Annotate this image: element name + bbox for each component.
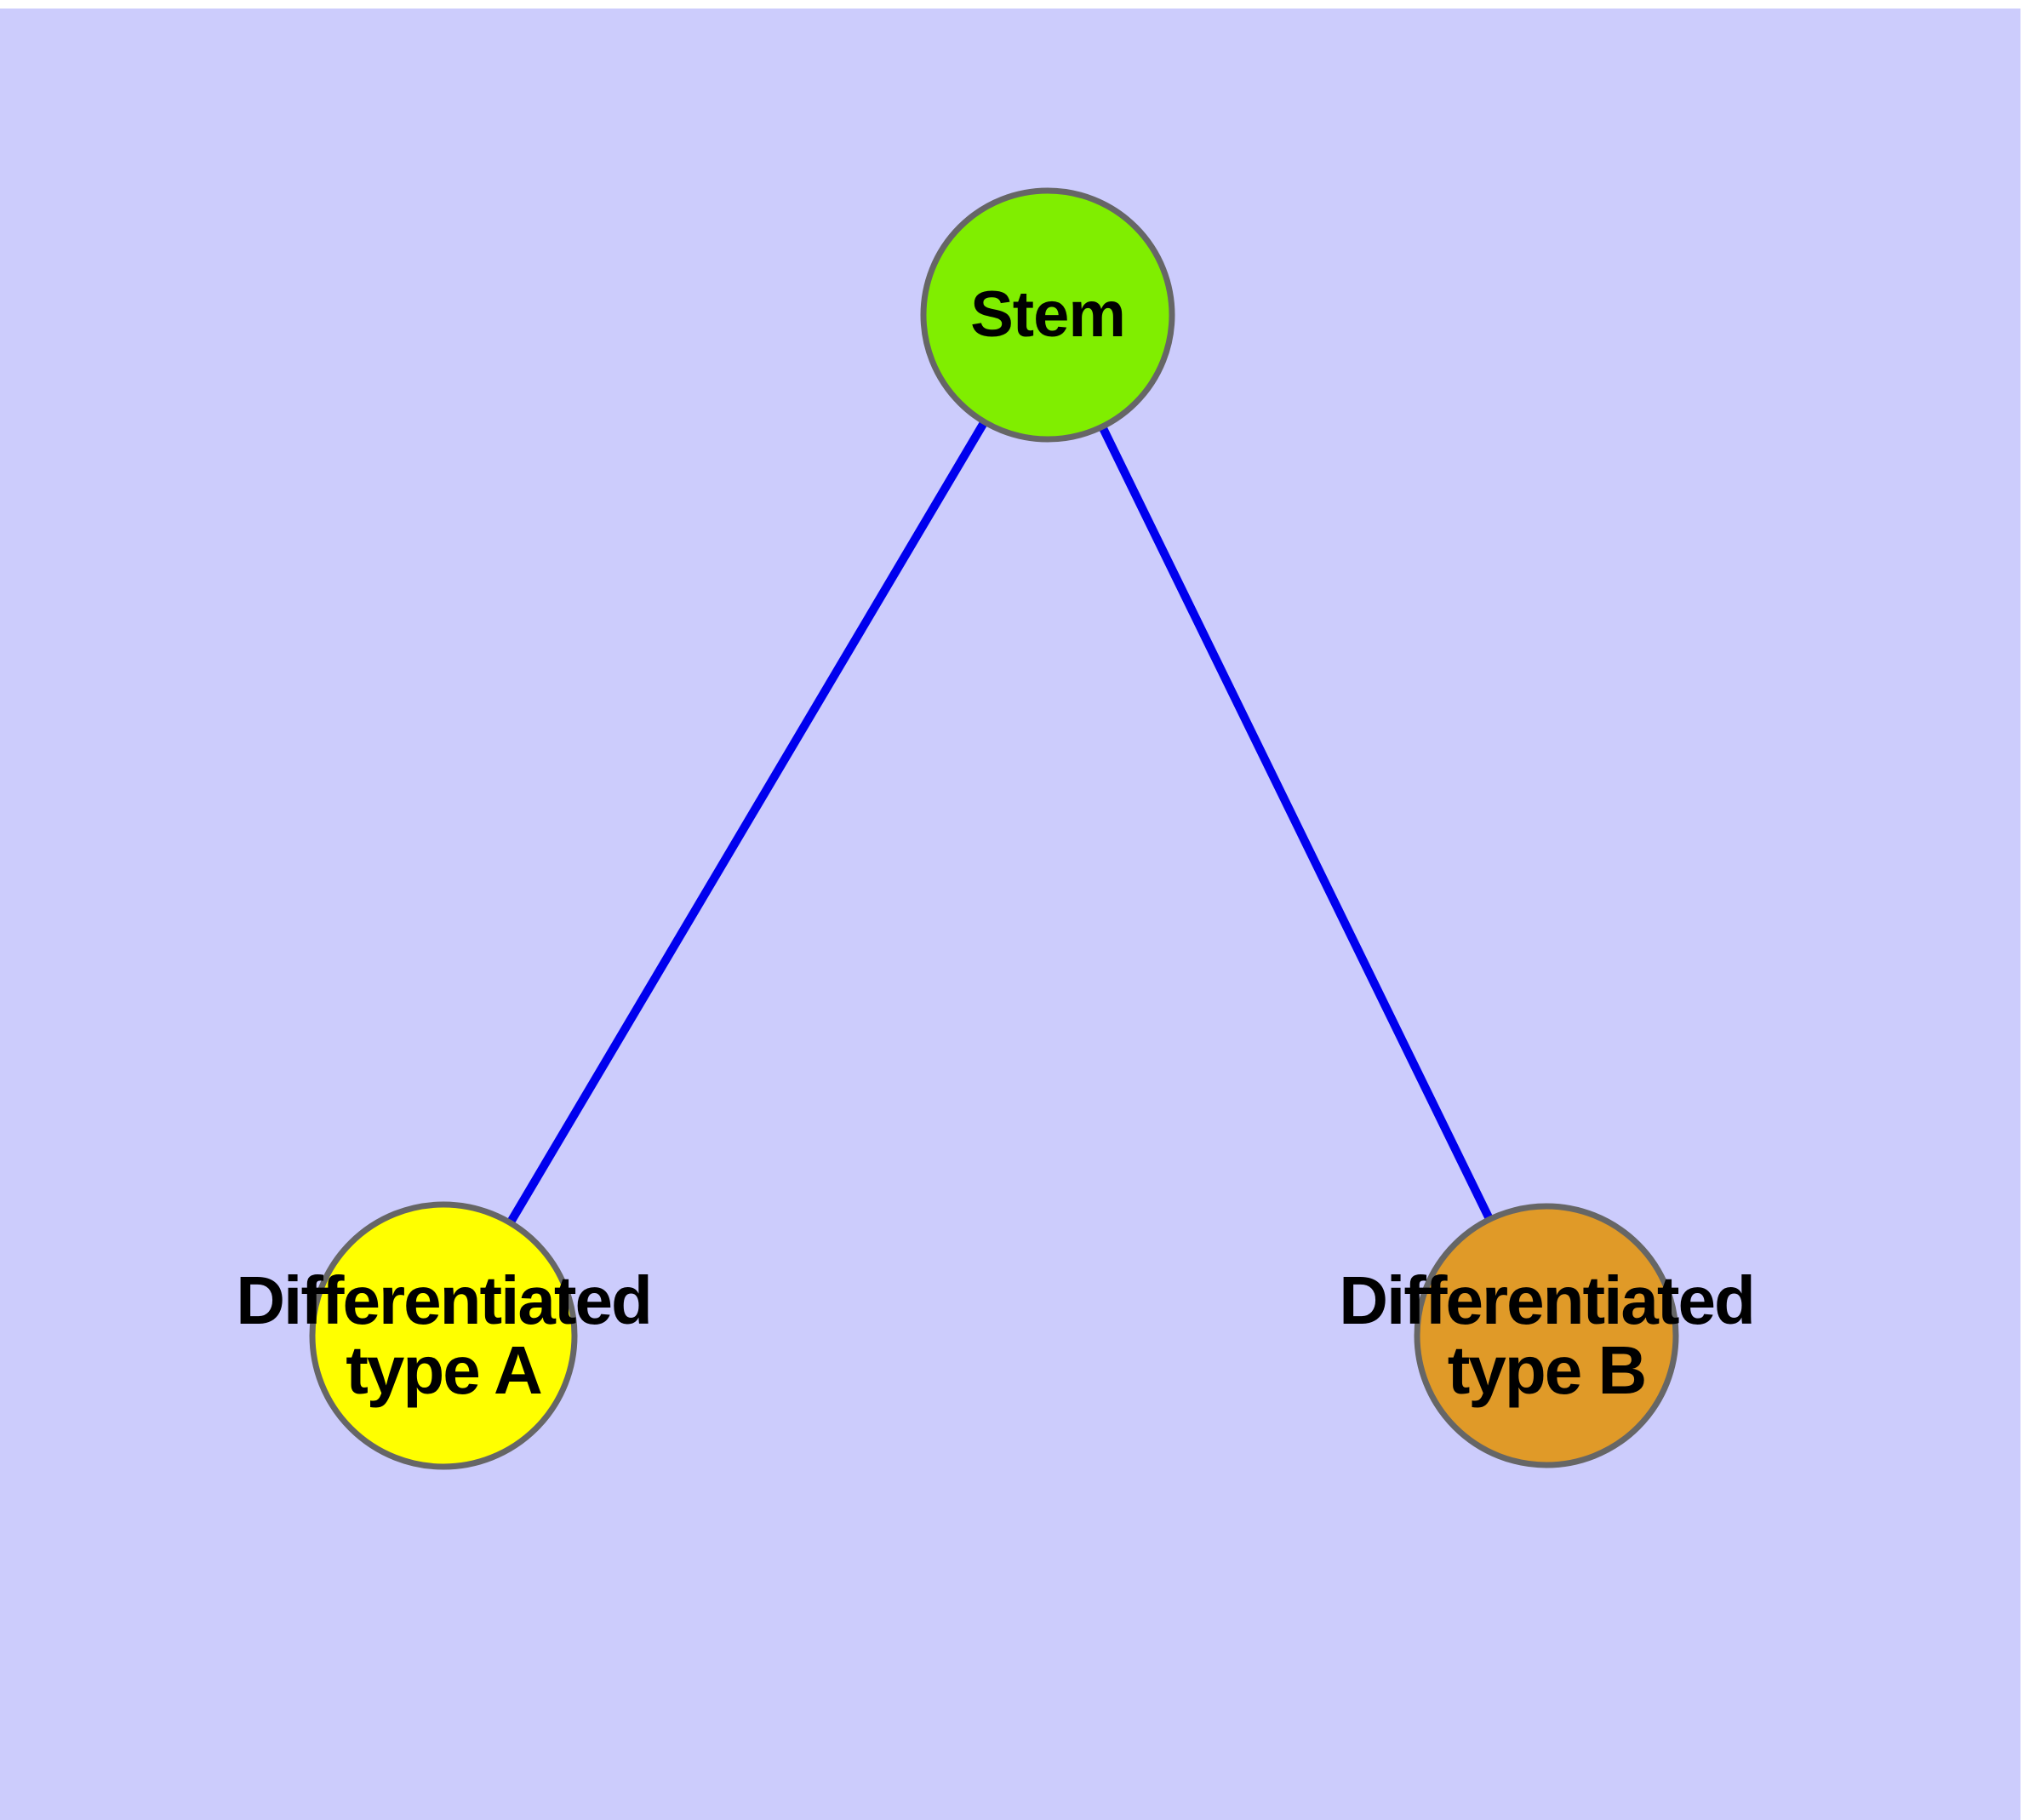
- node-differentiated-type-b[interactable]: [1414, 1203, 1679, 1468]
- node-differentiated-type-a[interactable]: [309, 1201, 578, 1470]
- edge-stem-to-differentiated-type-b[interactable]: [1043, 312, 1551, 1338]
- node-layer: [309, 187, 1679, 1470]
- edge-stem-to-differentiated-type-a[interactable]: [439, 312, 1052, 1338]
- node-stem[interactable]: [920, 187, 1175, 443]
- edge-layer: [439, 312, 1551, 1338]
